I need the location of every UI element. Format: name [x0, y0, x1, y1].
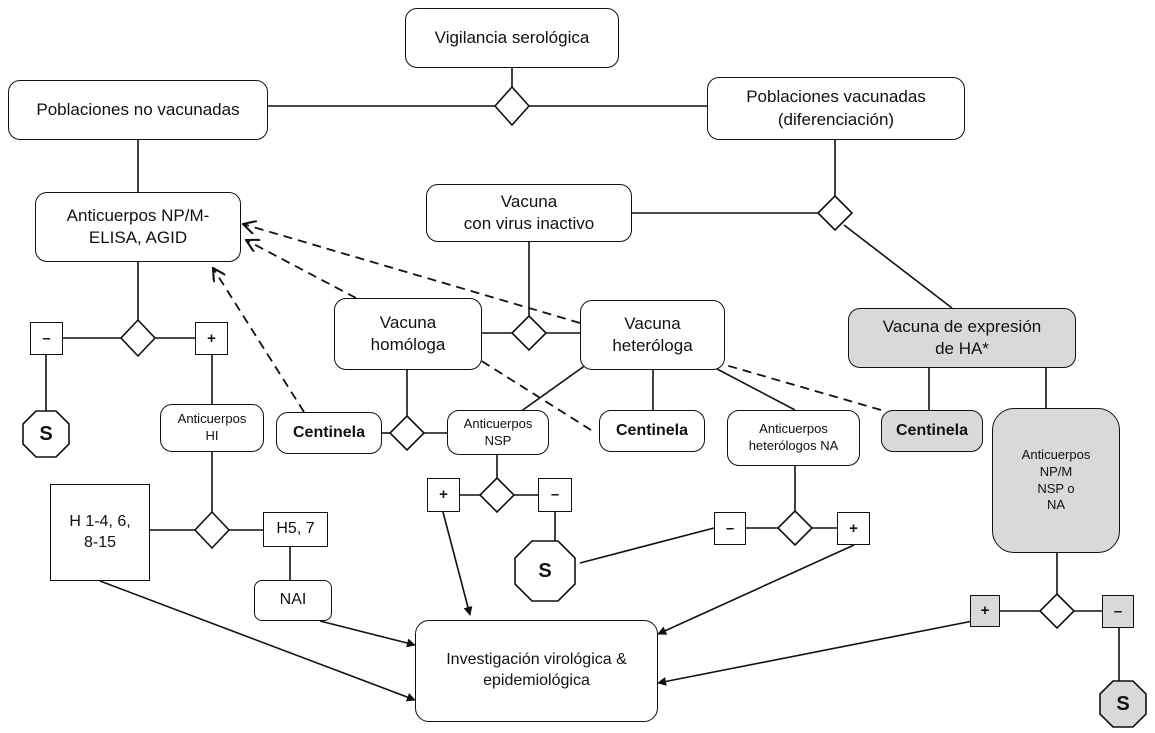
- vacuna-homologa-box: Vacuna homóloga: [334, 298, 482, 370]
- plus-glyph: +: [439, 486, 448, 504]
- anticuerpos-heterologos-na-label: Anticuerpos heterólogos NA: [748, 421, 839, 453]
- stop-label: S: [39, 422, 53, 445]
- centinela-3-box: Centinela: [881, 410, 983, 452]
- vacuna-heterologa-label: Vacuna heteróloga: [612, 313, 693, 355]
- anticuerpos-heterologos-na-box: Anticuerpos heterólogos NA: [727, 410, 860, 466]
- vigilancia-serologica-box: Vigilancia serológica: [405, 8, 619, 68]
- centinela-1-label: Centinela: [292, 423, 365, 441]
- plus-glyph: +: [849, 519, 858, 537]
- minus-ha-sign: –: [1102, 595, 1134, 628]
- decision-diamond-vacunas: [510, 314, 548, 352]
- anticuerpos-hi-label: Anticuerpos HI: [177, 411, 247, 443]
- stop-octagon-ha: S: [1099, 680, 1147, 728]
- decision-diamond-vacunadas: [816, 194, 854, 232]
- centinela-2-box: Centinela: [599, 410, 705, 452]
- dashed-homologa-npm: [246, 240, 357, 299]
- octagon-icon: [1099, 680, 1147, 728]
- h5-7-box: H5, 7: [263, 512, 328, 547]
- dashed-centinela2-homologa: [479, 359, 592, 431]
- vacuna-heterologa-box: Vacuna heteróloga: [580, 300, 725, 370]
- vacuna-homologa-label: Vacuna homóloga: [370, 312, 446, 354]
- h-1-15-label: H 1-4, 6, 8-15: [69, 512, 131, 551]
- edge-heterologa-nsp: [519, 361, 591, 413]
- decision-diamond-centinela1: [388, 414, 426, 452]
- anticuerpos-np-m-nsp-na-box: Anticuerpos NP/M NSP o NA: [992, 408, 1120, 553]
- arrow-plusna-investigacion: [657, 544, 855, 635]
- octagon-icon: [514, 540, 576, 602]
- decision-diamond-nsp: [478, 476, 516, 514]
- centinela-2-label: Centinela: [615, 421, 688, 439]
- stop-label: S: [538, 559, 552, 582]
- arrow-nai-investigacion: [319, 620, 416, 648]
- edge-diamond-expresion: [843, 224, 953, 309]
- poblaciones-vacunadas-label: Poblaciones vacunadas (diferenciación): [746, 87, 926, 129]
- vacuna-expresion-ha-label: Vacuna de expresión de HA*: [882, 316, 1042, 358]
- arrow-plusha-investigacion: [657, 618, 984, 686]
- h5-7-label: H5, 7: [276, 520, 315, 538]
- minus-glyph: –: [42, 329, 51, 347]
- anticuerpos-np-m-box: Anticuerpos NP/M- ELISA, AGID: [35, 192, 241, 262]
- minus-na-sign: –: [714, 512, 746, 545]
- anticuerpos-nsp-label: Anticuerpos NSP: [463, 415, 533, 448]
- plus-glyph: +: [207, 329, 216, 347]
- minus-glyph: –: [725, 519, 735, 537]
- decision-diamond-na: [776, 509, 814, 547]
- vacuna-inactivo-label: Vacuna con virus inactivo: [463, 191, 595, 233]
- vigilancia-serologica-label: Vigilancia serológica: [434, 27, 590, 47]
- minus-npm-sign: –: [30, 322, 63, 355]
- plus-ha-sign: +: [970, 595, 1000, 627]
- anticuerpos-np-m-nsp-na-label: Anticuerpos NP/M NSP o NA: [1021, 446, 1091, 513]
- h-1-15-box: H 1-4, 6, 8-15: [50, 484, 150, 581]
- edge-stop-minusna: [579, 527, 715, 564]
- decision-diamond-hi: [193, 510, 231, 550]
- dashed-heterologa-npm: [243, 224, 581, 324]
- dashed-centinela3-heterologa: [721, 363, 882, 411]
- investigacion-box: Investigación virológica & epidemiológic…: [415, 620, 658, 722]
- decision-diamond-npm: [119, 318, 157, 358]
- anticuerpos-hi-box: Anticuerpos HI: [160, 404, 264, 452]
- decision-diamond-ha: [1038, 592, 1076, 630]
- plus-nsp-sign: +: [427, 478, 460, 512]
- investigacion-label: Investigación virológica & epidemiológic…: [446, 651, 627, 689]
- plus-na-sign: +: [837, 512, 870, 545]
- nai-box: NAI: [254, 580, 332, 621]
- minus-nsp-sign: –: [538, 478, 572, 512]
- octagon-icon: [22, 410, 70, 458]
- stop-octagon-npm: S: [22, 410, 70, 458]
- arrow-h115-investigacion: [99, 580, 416, 702]
- poblaciones-no-vacunadas-box: Poblaciones no vacunadas: [8, 80, 268, 140]
- vacuna-inactivo-box: Vacuna con virus inactivo: [426, 184, 632, 242]
- vacuna-expresion-ha-box: Vacuna de expresión de HA*: [848, 308, 1076, 368]
- plus-npm-sign: +: [195, 322, 228, 355]
- centinela-3-label: Centinela: [895, 421, 968, 439]
- stop-octagon-nsp: S: [514, 540, 576, 602]
- minus-glyph: –: [550, 486, 560, 504]
- decision-diamond-top: [493, 85, 531, 127]
- dashed-centinela1-npm: [213, 268, 305, 413]
- plus-glyph: +: [980, 602, 990, 620]
- minus-glyph: –: [1113, 602, 1123, 620]
- poblaciones-vacunadas-box: Poblaciones vacunadas (diferenciación): [707, 77, 965, 140]
- stop-label: S: [1116, 692, 1130, 715]
- nai-label: NAI: [279, 591, 307, 609]
- centinela-1-box: Centinela: [276, 412, 382, 454]
- arrow-plusnsp-investigacion: [442, 511, 473, 616]
- anticuerpos-nsp-box: Anticuerpos NSP: [447, 410, 549, 455]
- anticuerpos-np-m-label: Anticuerpos NP/M- ELISA, AGID: [66, 205, 210, 247]
- poblaciones-no-vacunadas-label: Poblaciones no vacunadas: [36, 99, 240, 119]
